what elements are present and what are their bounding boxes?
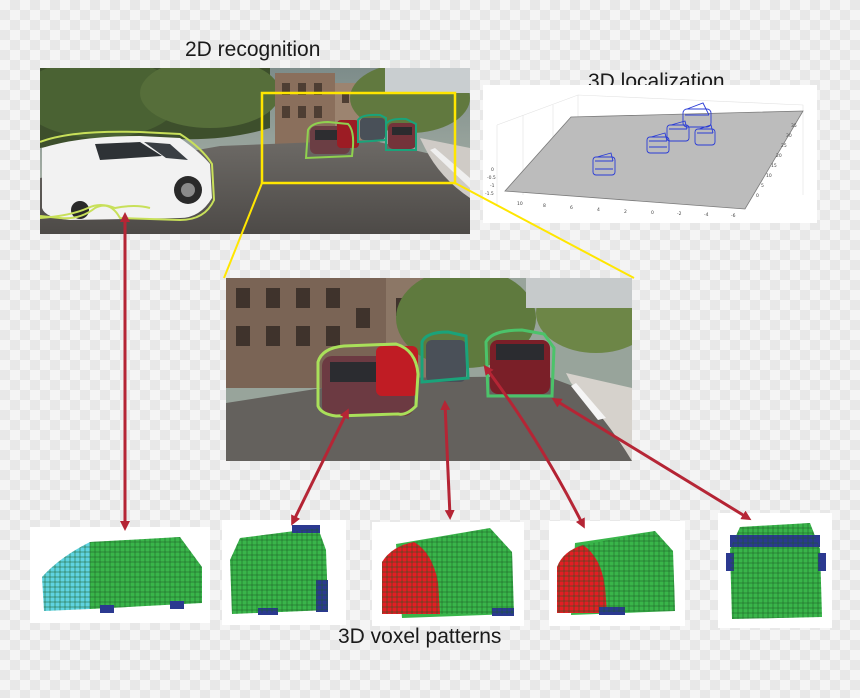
x-tick-label: 10 [517, 201, 523, 207]
localization-plot: 10 8 6 4 2 0 -2 -4 -6 35 30 25 20 15 10 … [483, 85, 817, 223]
y-tick-label: 20 [776, 153, 782, 159]
street-photo [40, 68, 470, 234]
z-tick-label: -1 [490, 183, 495, 189]
y-tick-label: 35 [791, 123, 797, 129]
y-tick-label: 30 [786, 133, 792, 139]
z-tick-label: 0 [491, 167, 494, 173]
x-tick-label: 4 [597, 207, 600, 213]
voxel-pattern-1 [30, 527, 210, 623]
x-tick-label: -4 [704, 212, 709, 218]
x-tick-label: -6 [731, 213, 736, 219]
voxel-pattern-5 [718, 513, 832, 628]
x-tick-label: 0 [651, 210, 654, 216]
z-tick-label: -0.5 [487, 175, 496, 181]
x-tick-label: 2 [624, 209, 627, 215]
voxel-pattern-4 [549, 521, 685, 626]
label-3d-voxel-patterns: 3D voxel patterns [338, 625, 502, 648]
y-tick-label: 5 [761, 183, 764, 189]
x-tick-label: 6 [570, 205, 573, 211]
voxel-pattern-3 [372, 522, 524, 626]
zoomed-street-photo [226, 278, 632, 461]
voxel-pattern-2 [222, 520, 346, 625]
x-tick-label: 8 [543, 203, 546, 209]
y-tick-label: 10 [766, 173, 772, 179]
label-2d-recognition: 2D recognition [185, 38, 321, 61]
z-tick-label: -1.5 [485, 191, 494, 197]
y-tick-label: 0 [756, 193, 759, 199]
y-tick-label: 15 [771, 163, 777, 169]
x-tick-label: -2 [677, 211, 682, 217]
y-tick-label: 25 [781, 143, 787, 149]
